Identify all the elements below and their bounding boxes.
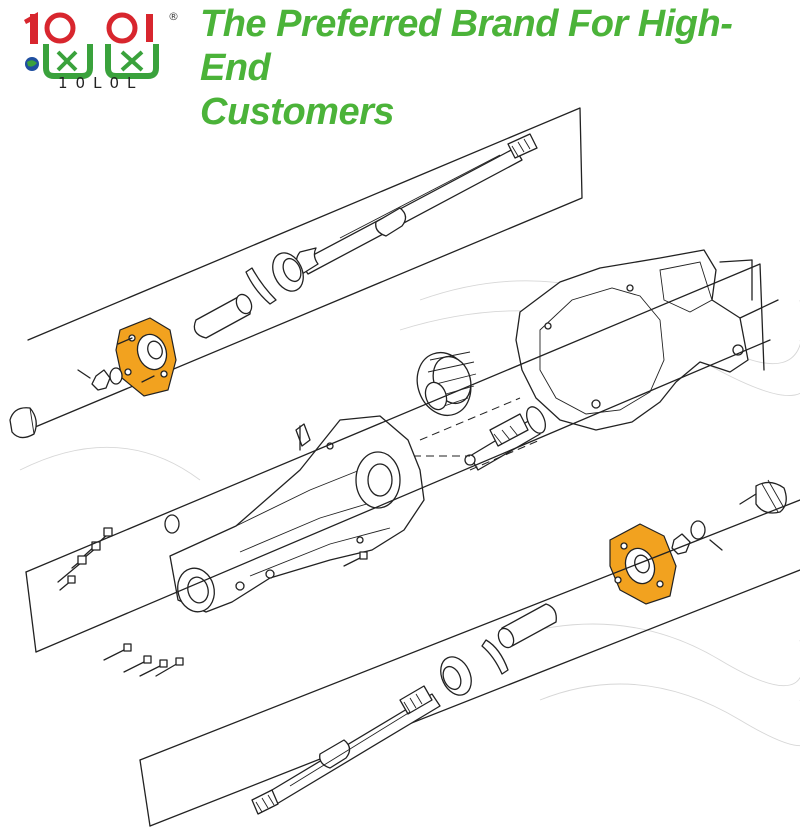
registered-mark: ® [168, 10, 179, 23]
lower-drive-shaft [251, 685, 441, 815]
housing-frame [25, 263, 771, 653]
wheel-hub-flange-lower [609, 523, 677, 605]
brand-logo: ® [18, 6, 188, 98]
logo-wordmark: 10L0L [58, 74, 144, 92]
upper-spacer-tube [193, 293, 253, 339]
upper-bearing [245, 252, 304, 305]
differential-ring-gear [416, 351, 477, 417]
upper-hub-nut-set [9, 367, 123, 439]
lower-spacer-tube [497, 603, 557, 649]
headline-line-1: The Preferred Brand For High-End [200, 3, 733, 89]
bolt-set-left-upper [57, 527, 368, 591]
bolt-set-left-lower [103, 643, 184, 677]
wheel-hub-flange-upper [115, 317, 177, 397]
upper-drive-shaft [295, 133, 538, 275]
upper-shaft-frame [27, 107, 583, 431]
headline-line-2: Customers [200, 91, 395, 133]
pinion-shaft [464, 406, 547, 471]
transmission-housing [515, 249, 779, 431]
lower-shaft-frame [139, 499, 800, 827]
logo-mark: ® [24, 10, 179, 79]
differential-housing [169, 415, 425, 613]
lower-bearing [440, 639, 509, 696]
headline: The Preferred Brand For High-End Custome… [200, 2, 800, 134]
lower-hub-nut-set [671, 479, 787, 555]
housing-plug [164, 514, 180, 534]
assembly-dashed-lines [400, 397, 541, 471]
